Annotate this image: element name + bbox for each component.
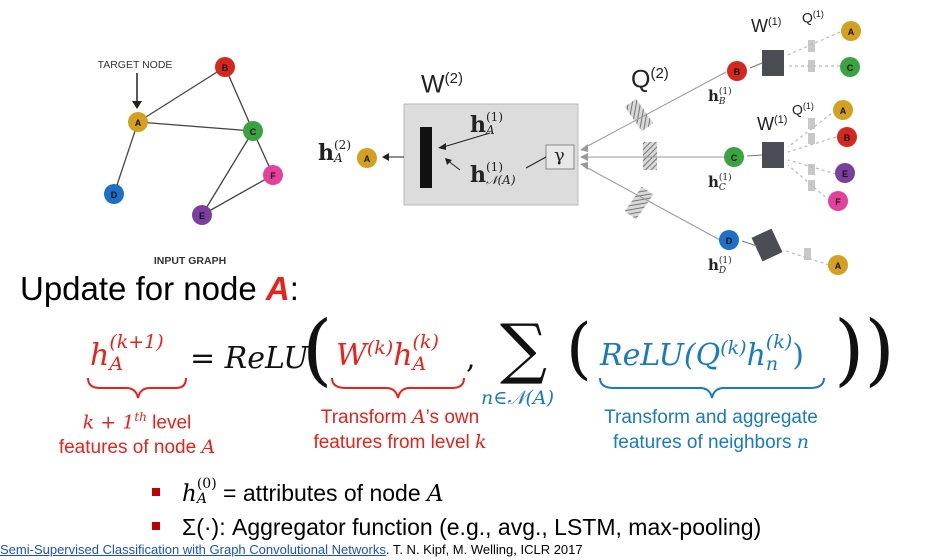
input-graph-caption: INPUT GRAPH	[154, 255, 226, 267]
svg-text:E: E	[842, 169, 848, 179]
l0-node-c1: C	[840, 57, 860, 77]
svg-text:B: B	[734, 67, 741, 77]
gamma-label: γ	[554, 145, 565, 166]
svg-text:A: A	[848, 27, 855, 37]
eq-paren-inner-left: (	[566, 310, 592, 387]
q2-block-top	[624, 98, 654, 132]
graph-node-d: D	[104, 184, 124, 204]
eq-lhs: h(k+1)A	[90, 331, 164, 375]
bullet-marker	[152, 521, 160, 530]
l0-node-f2: F	[828, 191, 848, 211]
h-c1-label: h(1)C	[708, 173, 732, 193]
w2-bar	[420, 127, 432, 188]
eq-relu-q: ReLU(Q(k)h(k)n)	[600, 331, 804, 375]
w2-label: W(2)	[421, 70, 463, 99]
eq-equals-relu: = ReLU	[190, 341, 309, 376]
citation-link[interactable]: Semi-Supervised Classification with Grap…	[0, 542, 386, 557]
annotation-neighbors: Transform and aggregate features of neig…	[604, 407, 818, 453]
svg-text:A: A	[840, 106, 847, 116]
svg-text:C: C	[731, 153, 738, 163]
citation: Semi-Supervised Classification with Grap…	[0, 542, 583, 557]
output-node-a: A	[357, 148, 377, 168]
h-n1-label: h(1)𝒩(A)	[470, 160, 516, 189]
svg-text:F: F	[835, 197, 841, 207]
annotation-self: Transform A’s own features from level k	[313, 406, 487, 453]
bullet-h0: h(0)A = attributes of node A	[152, 477, 444, 510]
update-heading: Update for node A:	[20, 270, 299, 307]
svg-text:F: F	[270, 171, 276, 181]
figure-diagram: TARGET NODE B A C D F E INPUT GRAPH A	[98, 21, 861, 275]
l0-node-a1: A	[841, 21, 861, 41]
q1-label-top: Q(1)	[802, 9, 824, 26]
q2-block-mid	[643, 142, 657, 170]
graph-node-e: E	[192, 205, 212, 225]
graph-node-a: A	[128, 112, 148, 132]
h-b1-label: h(1)B	[708, 87, 732, 107]
l0-node-e2: E	[835, 163, 855, 183]
eq-comma: ,	[466, 341, 476, 376]
bullet-aggregator: Σ(·): Aggregator function (e.g., avg., L…	[152, 514, 761, 541]
graph-node-c: C	[243, 121, 263, 141]
gamma-box	[545, 144, 575, 170]
l1-node-c: C	[724, 147, 744, 167]
svg-text:E: E	[199, 211, 205, 221]
target-node-label: TARGET NODE	[98, 59, 173, 71]
svg-text:D: D	[726, 236, 733, 246]
eq-braces	[87, 377, 825, 399]
target-arrow-head	[132, 101, 142, 109]
svg-text:D: D	[111, 190, 118, 200]
graph-node-b: B	[215, 57, 235, 77]
svg-text:B: B	[844, 133, 851, 143]
h-a2-label: h(2)A	[318, 138, 351, 167]
eq-big-paren-left: (	[302, 305, 333, 395]
svg-text:A: A	[135, 118, 142, 128]
l1-node-b: B	[727, 61, 747, 81]
q1-label-mid: Q(1)	[792, 101, 814, 118]
q2-block-bot	[624, 186, 654, 220]
eq-sum: ∑	[500, 310, 548, 387]
input-graph-edges	[113, 66, 274, 216]
eq-big-paren-right: ))	[834, 305, 895, 395]
svg-text:C: C	[250, 127, 257, 137]
bullet-marker	[152, 488, 160, 496]
w1-label-mid: W(1)	[757, 114, 788, 134]
l0-node-b2: B	[837, 127, 857, 147]
w1-label-top: W(1)	[751, 16, 782, 36]
annotation-lhs: k + 1th level features of node A	[58, 410, 216, 459]
svg-text:C: C	[847, 63, 854, 73]
eq-w-h: W(k)h(k)A	[336, 331, 439, 375]
l1-node-d: D	[719, 230, 739, 250]
h-a1-label: h(1)A	[470, 110, 503, 139]
w1-square-d	[751, 228, 783, 262]
w1-square-c	[762, 142, 784, 168]
w1-square-b	[762, 50, 784, 76]
svg-text:A: A	[835, 261, 842, 271]
l0-node-a3: A	[828, 255, 848, 275]
graph-node-f: F	[263, 165, 283, 185]
svg-text:A: A	[364, 154, 371, 164]
l0-node-a2: A	[833, 100, 853, 120]
h-d1-label: h(1)D	[708, 256, 732, 276]
q2-label: Q(2)	[631, 65, 669, 94]
svg-text:B: B	[222, 63, 229, 73]
eq-sum-sub: n∈𝒩(A)	[481, 387, 555, 409]
